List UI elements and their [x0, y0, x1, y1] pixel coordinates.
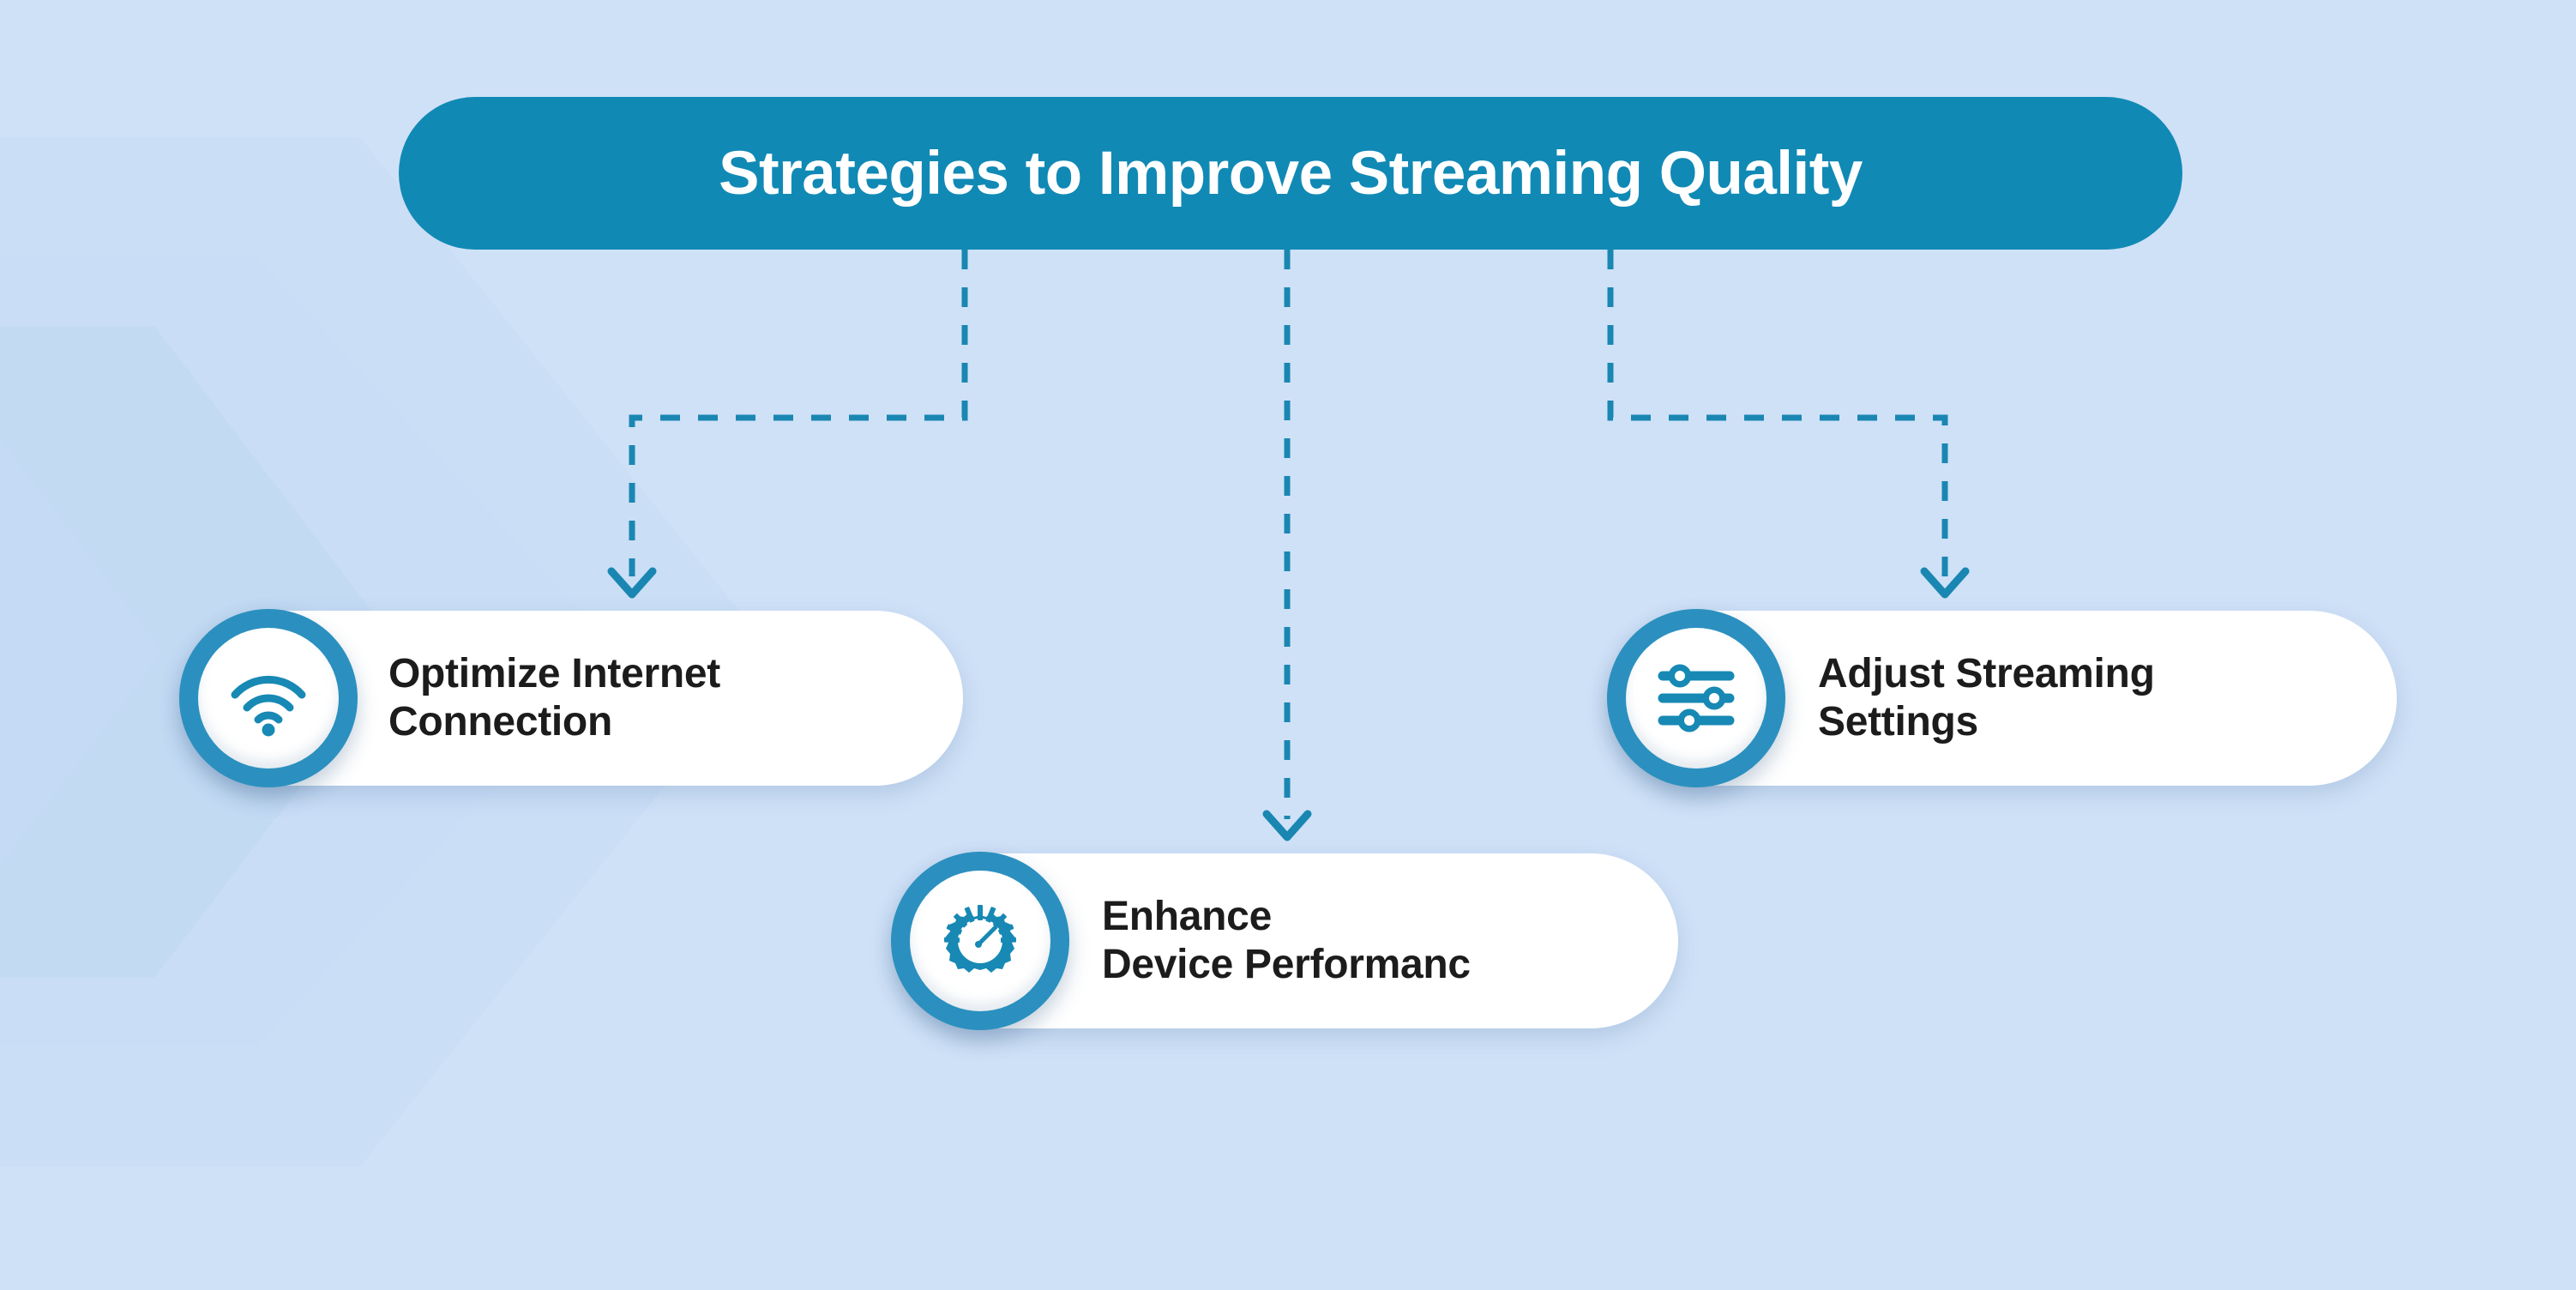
connector-to-adjust-streaming-settings: [1607, 250, 1970, 599]
icon-disc: [198, 628, 339, 769]
sliders-icon: [1658, 664, 1735, 732]
title-banner: Strategies to Improve Streaming Quality: [399, 97, 2182, 250]
icon-disc: [1626, 628, 1766, 769]
chevron-down-icon: [607, 567, 657, 599]
node-icon-badge: [1607, 609, 1785, 787]
node-card-enhance-device-performance[interactable]: Enhance Device Performanc: [891, 852, 1678, 1030]
icon-disc: [910, 871, 1050, 1011]
node-icon-badge: [891, 852, 1069, 1030]
page-title: Strategies to Improve Streaming Quality: [719, 139, 1863, 208]
node-card-adjust-streaming-settings[interactable]: Adjust Streaming Settings: [1607, 609, 2397, 787]
node-label: Optimize Internet Connection: [388, 651, 720, 744]
node-label: Enhance Device Performanc: [1102, 894, 1471, 987]
node-card-optimize-internet-connection[interactable]: Optimize Internet Connection: [179, 609, 963, 787]
node-icon-badge: [179, 609, 358, 787]
chevron-down-icon: [1262, 810, 1312, 841]
wifi-icon: [231, 675, 306, 737]
connector-to-enhance-device-performance: [1262, 250, 1312, 841]
chevron-down-icon: [1920, 567, 1970, 599]
speedometer-gear-icon: [943, 905, 1017, 973]
node-label: Adjust Streaming Settings: [1818, 651, 2155, 744]
connector-to-optimize-internet-connection: [607, 250, 968, 599]
